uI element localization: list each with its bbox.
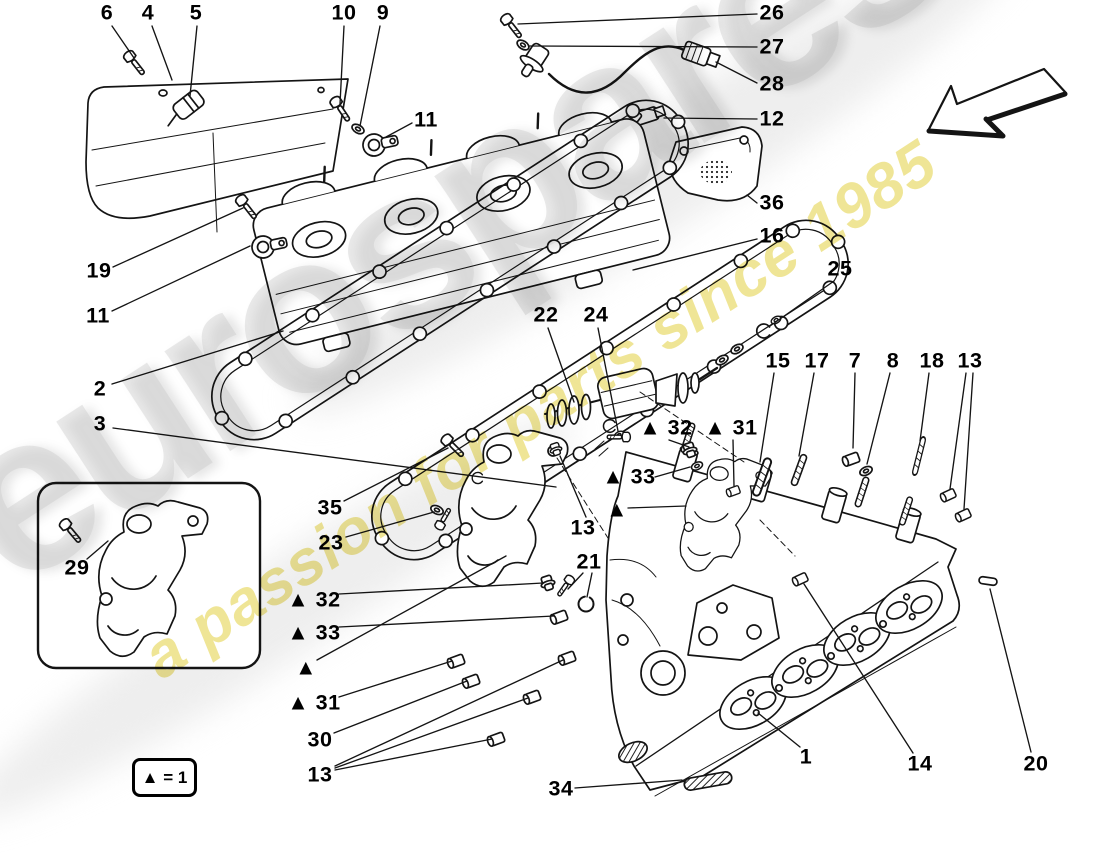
leader-line-20 [989,588,1032,753]
leader-line-13b [559,455,587,518]
callout-13b[interactable]: 13 [570,515,596,540]
leader-line-19 [112,207,244,268]
callout-10[interactable]: 10 [331,0,357,25]
leader-line-35 [343,447,449,502]
leader-line-t33a [654,466,691,478]
leader-line-13a [949,372,967,490]
cylinder-head-drawing [605,421,961,797]
callout-8[interactable]: 8 [886,348,900,373]
callout-t31a[interactable]: ▲ 31 [704,415,758,440]
callout-26[interactable]: 26 [759,0,785,25]
callout-7[interactable]: 7 [848,348,862,373]
leader-line-8 [866,372,891,465]
callout-3[interactable]: 3 [93,411,107,436]
leader-line-21 [586,572,593,598]
callout-29[interactable]: 29 [64,555,90,580]
callout-36[interactable]: 36 [759,190,785,215]
leader-line-18 [919,372,930,442]
callout-13a[interactable]: 13 [957,348,983,373]
leader-line-t33b [338,615,555,628]
callout-27[interactable]: 27 [759,34,785,59]
callout-t32a[interactable]: ▲ 32 [639,415,693,440]
direction-arrow-icon [926,67,1068,139]
callout-25[interactable]: 25 [827,256,853,281]
leader-line-30 [333,680,468,734]
callout-17[interactable]: 17 [804,348,830,373]
leader-line-9 [359,25,381,127]
legend-text: ▲ = 1 [141,767,188,787]
leader-line-t31b [338,660,453,698]
leader-line-2 [111,330,284,385]
leader-line-13a [963,372,974,510]
leader-line-27 [529,45,758,48]
leader-line-23 [345,511,435,538]
exploded-diagram-drawing [36,11,1068,797]
leader-line-17 [798,372,815,457]
sensor-cable-drawing [498,11,721,94]
callout-24[interactable]: 24 [583,302,609,327]
callout-30[interactable]: 30 [307,727,333,752]
callout-23[interactable]: 23 [318,530,344,555]
callout-16[interactable]: 16 [759,223,785,248]
leader-line-36 [746,194,758,204]
callout-14[interactable]: 14 [907,751,933,776]
callout-22[interactable]: 22 [533,302,559,327]
callout-tb[interactable]: ▲ [295,655,317,680]
callout-28[interactable]: 28 [759,71,785,96]
callout-ta[interactable]: ▲ [606,497,628,522]
leader-line-13c [334,659,564,767]
leader-line-11a [385,122,413,138]
callout-2[interactable]: 2 [93,376,107,401]
callout-t32b[interactable]: ▲ 32 [287,587,341,612]
leader-line-26 [517,13,758,25]
leader-line-11b [111,245,251,312]
callout-4[interactable]: 4 [141,0,155,25]
callout-9[interactable]: 9 [376,0,390,25]
parts-diagram-page: eurospares a passion for parts since 198… [0,0,1068,853]
callout-t33a[interactable]: ▲ 33 [602,464,656,489]
leader-line-tb [316,555,507,661]
callout-t31b[interactable]: ▲ 31 [287,690,341,715]
callout-6[interactable]: 6 [100,0,114,25]
callout-t33b[interactable]: ▲ 33 [287,620,341,645]
callout-18[interactable]: 18 [919,348,945,373]
callout-21[interactable]: 21 [576,549,602,574]
leader-line-4 [151,25,173,81]
callout-34[interactable]: 34 [548,776,574,801]
leader-line-6 [111,25,135,59]
callout-19[interactable]: 19 [86,258,112,283]
callout-15[interactable]: 15 [765,348,791,373]
callout-35[interactable]: 35 [317,495,343,520]
callout-1[interactable]: 1 [799,744,813,769]
leader-line-14 [803,583,914,754]
leader-line-25 [769,280,835,327]
callout-11a[interactable]: 11 [414,107,438,132]
cam-cap-bracket-center [456,429,569,588]
legend-box: ▲ = 1 [132,758,197,797]
leader-line-5 [189,25,198,97]
callout-5[interactable]: 5 [189,0,203,25]
callout-13c[interactable]: 13 [307,762,333,787]
leader-line-28 [715,61,758,84]
leader-line-1 [757,712,801,748]
leader-line-15 [759,372,775,463]
leader-line-7 [852,372,856,449]
callout-20[interactable]: 20 [1023,751,1049,776]
leader-line-ta [627,505,687,509]
callout-12[interactable]: 12 [759,106,785,131]
callout-11b[interactable]: 11 [86,303,110,328]
